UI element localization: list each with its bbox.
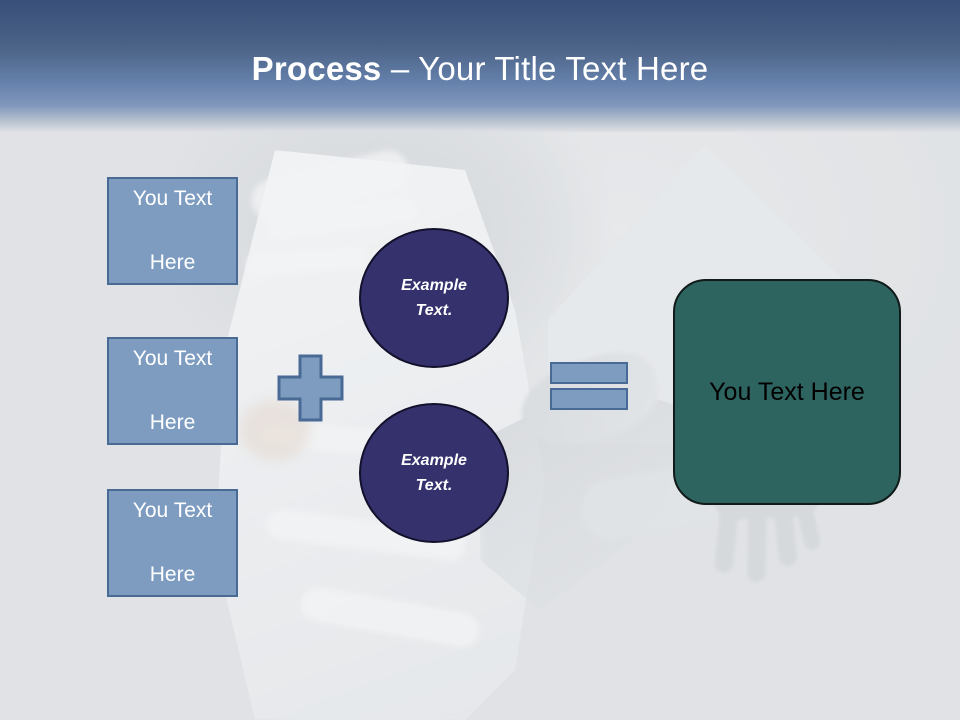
page-title: Process – Your Title Text Here [0,50,960,88]
slide-header-band [0,0,960,132]
plus-icon [277,354,344,422]
equals-icon [550,362,628,411]
result-panel-label: You Text Here [709,377,865,406]
result-panel[interactable]: You Text Here [673,279,901,505]
photo-skin-tone [240,400,310,460]
equals-bar-top [550,362,628,384]
equals-bar-bottom [550,388,628,410]
page-title-rest: – Your Title Text Here [381,50,709,87]
page-title-bold: Process [251,50,382,87]
